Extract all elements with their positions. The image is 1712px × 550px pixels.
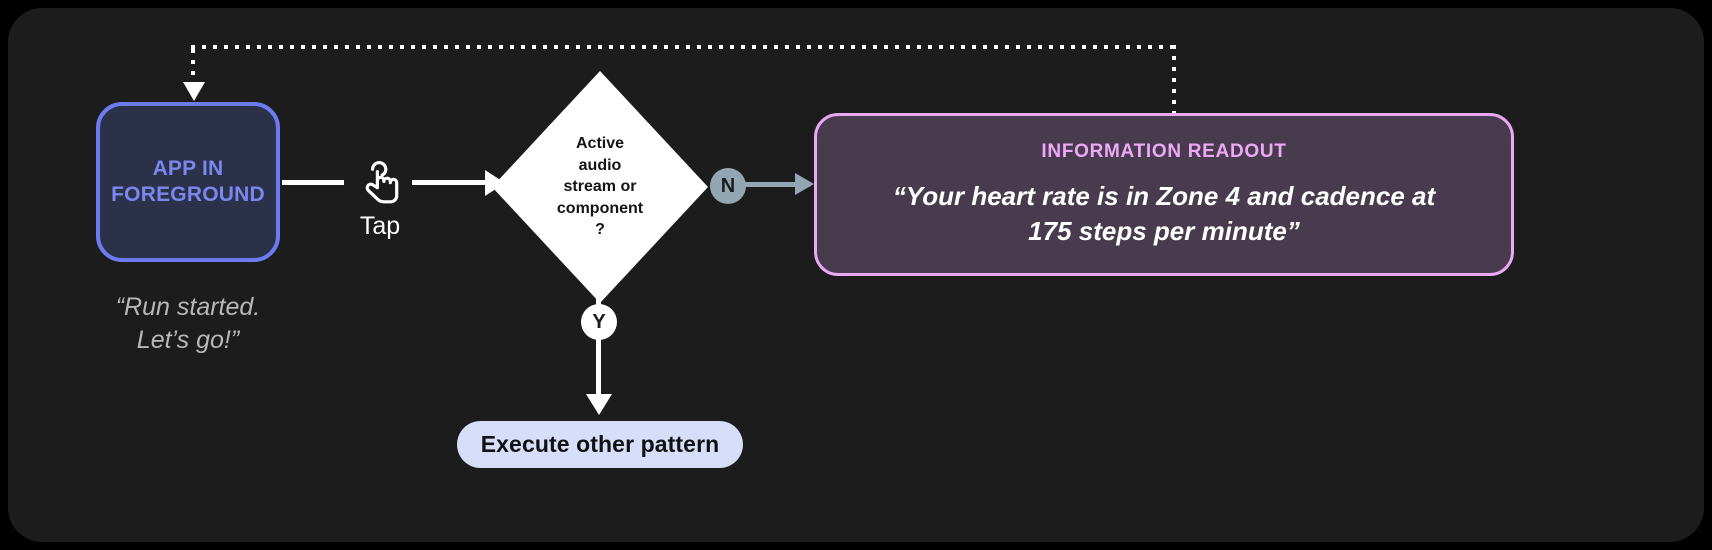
branch-badge-no: N bbox=[710, 168, 746, 204]
readout-body-line-1: “Your heart rate is in Zone 4 and cadenc… bbox=[892, 181, 1436, 212]
readout-body-line-2: 175 steps per minute” bbox=[1028, 215, 1300, 246]
node-app-in-foreground-label: APP IN FOREGROUND bbox=[111, 156, 265, 207]
tap-gesture-icon bbox=[365, 161, 399, 204]
connector-no-to-readout bbox=[744, 182, 810, 187]
tap-gesture-label: Tap bbox=[359, 212, 401, 240]
decision-line-1: Active bbox=[575, 135, 625, 153]
connector-app-to-tap bbox=[282, 180, 344, 185]
connector-pill-arrowhead bbox=[586, 394, 612, 415]
branch-badge-yes: Y bbox=[581, 304, 617, 340]
feedback-loop-vertical-left bbox=[191, 49, 195, 85]
node-decision-audio-stream[interactable]: Active audio stream or component ? bbox=[492, 71, 708, 303]
connector-yes-to-pill bbox=[596, 338, 601, 400]
app-caption-line-1: “Run started. bbox=[115, 293, 261, 321]
connector-no-arrowhead bbox=[795, 173, 814, 195]
decision-label: Active audio stream or component ? bbox=[492, 71, 708, 303]
tap-gesture-group: Tap bbox=[344, 156, 416, 239]
decision-line-2: audio bbox=[578, 156, 622, 174]
app-node-caption: “Run started. Let’s go!” bbox=[78, 291, 298, 356]
app-label-line-1: APP IN bbox=[152, 157, 224, 181]
information-readout-body: “Your heart rate is in Zone 4 and cadenc… bbox=[859, 179, 1469, 248]
branch-badge-yes-label: Y bbox=[592, 310, 606, 333]
feedback-loop-horizontal bbox=[191, 45, 1176, 49]
connector-tap-to-decision bbox=[412, 180, 494, 185]
diagram-canvas: APP IN FOREGROUND “Run started. Let’s go… bbox=[8, 8, 1704, 542]
decision-line-5: ? bbox=[595, 221, 605, 239]
decision-line-3: stream or bbox=[563, 178, 637, 196]
node-app-in-foreground[interactable]: APP IN FOREGROUND bbox=[96, 102, 280, 262]
node-information-readout[interactable]: INFORMATION READOUT “Your heart rate is … bbox=[814, 113, 1514, 276]
branch-badge-no-label: N bbox=[720, 174, 736, 197]
information-readout-title: INFORMATION READOUT bbox=[1041, 141, 1287, 163]
feedback-loop-vertical-right bbox=[1172, 45, 1176, 113]
decision-line-4: component bbox=[556, 199, 644, 217]
execute-other-pattern-label: Execute other pattern bbox=[480, 431, 720, 457]
app-caption-line-2: Let’s go!” bbox=[136, 325, 240, 354]
app-label-line-2: FOREGROUND bbox=[111, 183, 265, 206]
feedback-loop-arrowhead bbox=[183, 82, 205, 101]
node-execute-other-pattern[interactable]: Execute other pattern bbox=[457, 421, 743, 468]
